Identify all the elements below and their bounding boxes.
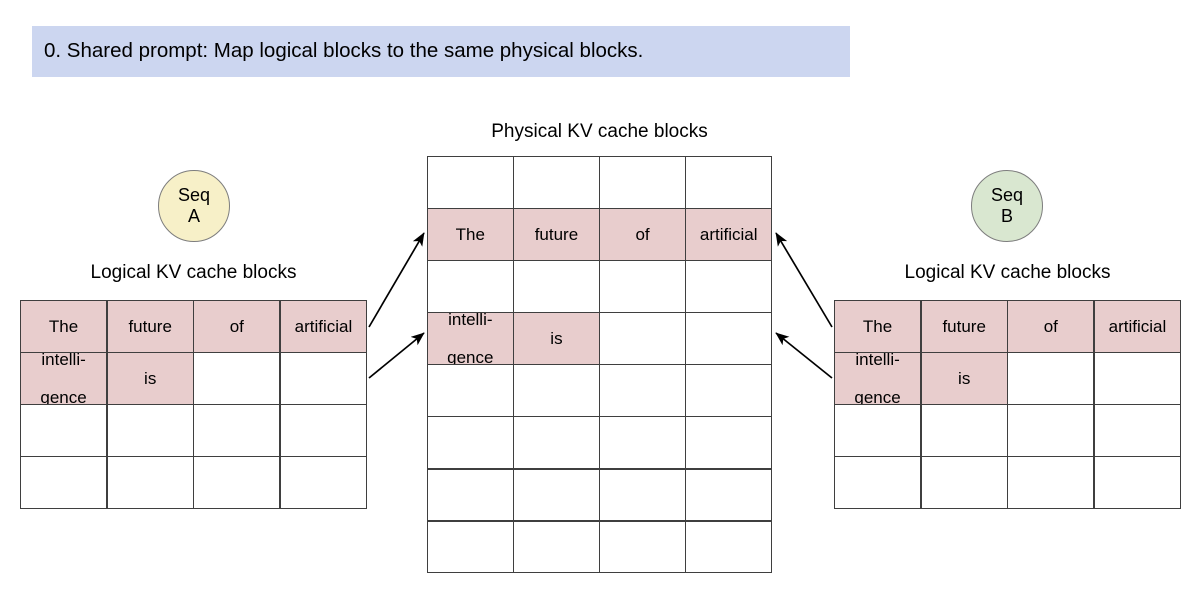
physical-grid-cell-r1-c0: The (428, 209, 513, 260)
seq-b-logical-grid-cell-r0-c3: artificial (1094, 301, 1180, 352)
seq-b-logical-grid-cell-r0-c0: The (835, 301, 921, 352)
seq-b-logical-blocks-caption: Logical KV cache blocks (904, 262, 1111, 283)
shared-prompt-banner: 0. Shared prompt: Map logical blocks to … (32, 26, 850, 77)
seq-b-logical-grid-cell-r2-c0 (835, 405, 921, 456)
physical-grid-cell-r3-c1: is (514, 313, 599, 364)
seq-b-logical-grid-cell-r1-c1: is (921, 353, 1007, 404)
seq-b-logical-grid-cell-r2-c1 (921, 405, 1007, 456)
physical-grid-cell-r7-c2 (600, 521, 685, 573)
seq-b-label-line1: Seq (990, 185, 1024, 206)
physical-grid-cell-r7-c0 (428, 521, 513, 573)
physical-grid-cell-r2-c2 (600, 261, 685, 312)
physical-grid-cell-r2-c1 (514, 261, 599, 312)
seq-b-logical-grid-cell-r3-c1 (921, 457, 1007, 508)
seq-b-logical-grid-cell-r2-c2 (1008, 405, 1094, 456)
physical-blocks-caption: Physical KV cache blocks (491, 121, 708, 142)
physical-grid-cell-r6-c3 (686, 469, 771, 521)
seq-a-logical-grid-cell-r0-c2: of (194, 301, 280, 352)
physical-grid-cell-r0-c3 (686, 157, 771, 208)
seq-a-logical-grid-cell-r1-c3 (280, 353, 366, 404)
physical-grid-cell-r2-c0 (428, 261, 513, 312)
physical-grid-cell-r0-c1 (514, 157, 599, 208)
seq-a-logical-grid-cell-r3-c1 (107, 457, 193, 508)
arrow-seq-b-row1 (775, 332, 833, 379)
seq-a-logical-grid-cell-r2-c0 (21, 405, 107, 456)
seq-b-logical-grid-cell-r3-c0 (835, 457, 921, 508)
seq-b-logical-grid-cell-r3-c3 (1094, 457, 1180, 508)
physical-grid-cell-r7-c1 (514, 521, 599, 573)
seq-b-logical-grid-cell-r0-c2: of (1008, 301, 1094, 352)
physical-grid-cell-r1-c1: future (514, 209, 599, 260)
physical-grid-cell-r3-c2 (600, 313, 685, 364)
physical-grid-cell-r5-c0 (428, 417, 513, 469)
seq-a-logical-grid-cell-r2-c1 (107, 405, 193, 456)
seq-b-logical-grid-cell-r2-c3 (1094, 405, 1180, 456)
physical-grid-cell-r4-c1 (514, 365, 599, 416)
seq-a-logical-grid-cell-r1-c2 (194, 353, 280, 404)
seq-a-logical-grid-cell-r2-c3 (280, 405, 366, 456)
physical-grid-cell-r4-c3 (686, 365, 771, 416)
physical-grid-cell-r6-c1 (514, 469, 599, 521)
seq-a-logical-grid-cell-r0-c0: The (21, 301, 107, 352)
arrow-seq-a-row0 (368, 232, 425, 328)
seq-a-logical-grid-cell-r1-c1: is (107, 353, 193, 404)
seq-a-label-line2: A (187, 206, 200, 226)
arrow-seq-a-row1 (368, 332, 425, 379)
arrow-seq-b-row0 (775, 232, 833, 328)
physical-grid-cell-r5-c3 (686, 417, 771, 469)
physical-grid-cell-r7-c3 (686, 521, 771, 573)
seq-b-badge: Seq B (971, 170, 1043, 242)
seq-b-logical-grid-cell-r1-c0: intelli-gence (835, 353, 921, 404)
physical-grid-cell-r4-c2 (600, 365, 685, 416)
physical-grid-cell-r0-c0 (428, 157, 513, 208)
physical-grid-cell-r6-c0 (428, 469, 513, 521)
shared-prompt-text: 0. Shared prompt: Map logical blocks to … (44, 39, 644, 63)
seq-b-logical-grid-cell-r3-c2 (1008, 457, 1094, 508)
physical-grid-cell-r1-c3: artificial (686, 209, 771, 260)
physical-grid-cell-r6-c2 (600, 469, 685, 521)
physical-grid-cell-r4-c0 (428, 365, 513, 416)
seq-a-logical-grid-cell-r0-c1: future (107, 301, 193, 352)
seq-b-label-line2: B (1000, 206, 1013, 226)
seq-a-logical-grid-cell-r0-c3: artificial (280, 301, 366, 352)
seq-a-logical-grid-cell-r3-c3 (280, 457, 366, 508)
seq-a-logical-grid-cell-r1-c0: intelli-gence (21, 353, 107, 404)
physical-grid-cell-r0-c2 (600, 157, 685, 208)
physical-grid-cell-r2-c3 (686, 261, 771, 312)
seq-b-logical-grid-cell-r1-c3 (1094, 353, 1180, 404)
seq-a-badge: Seq A (158, 170, 230, 242)
physical-grid-cell-r3-c3 (686, 313, 771, 364)
seq-a-logical-grid-cell-r3-c0 (21, 457, 107, 508)
seq-b-logical-grid-cell-r1-c2 (1008, 353, 1094, 404)
seq-a-logical-grid-cell-r2-c2 (194, 405, 280, 456)
seq-a-label-line1: Seq (177, 185, 211, 206)
physical-grid-cell-r3-c0: intelli-gence (428, 313, 513, 364)
seq-a-logical-blocks-caption: Logical KV cache blocks (90, 262, 297, 283)
physical-grid-cell-r5-c2 (600, 417, 685, 469)
physical-grid-cell-r5-c1 (514, 417, 599, 469)
physical-grid-cell-r1-c2: of (600, 209, 685, 260)
seq-a-logical-grid-cell-r3-c2 (194, 457, 280, 508)
seq-b-logical-grid-cell-r0-c1: future (921, 301, 1007, 352)
